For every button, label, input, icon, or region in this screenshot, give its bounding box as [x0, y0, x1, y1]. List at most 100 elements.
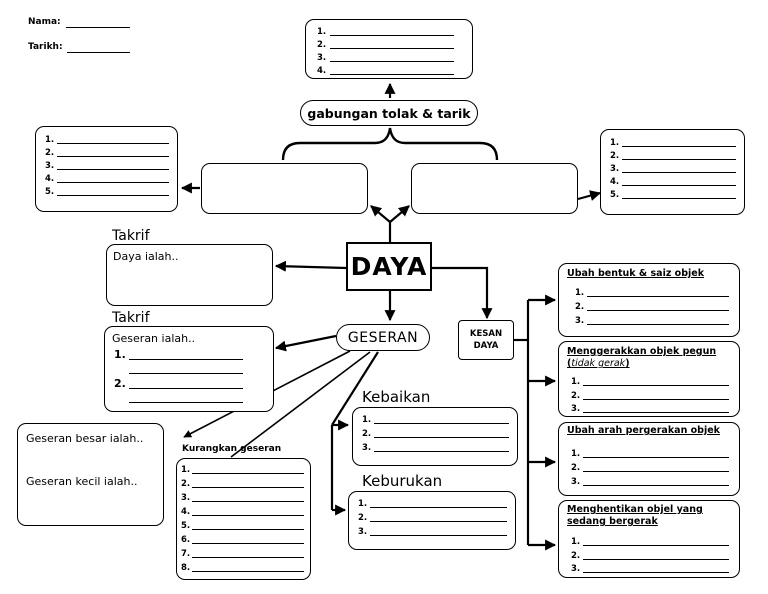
list-number: 2.	[317, 40, 327, 50]
keburukan-heading: Keburukan	[362, 472, 443, 490]
answer-line[interactable]	[330, 61, 454, 62]
answer-line[interactable]	[57, 156, 169, 157]
answer-line[interactable]	[374, 423, 509, 424]
answer-line[interactable]	[622, 185, 736, 186]
answer-line[interactable]	[622, 172, 736, 173]
list-number: 3.	[571, 404, 581, 414]
tolak-answer-box[interactable]	[201, 163, 368, 214]
answer-line[interactable]	[587, 324, 729, 325]
list-number: 2.	[114, 377, 126, 390]
kurangkan-box: 1. 2. 3. 4. 5. 6. 7. 8.	[176, 458, 311, 580]
list-number: 3.	[358, 527, 368, 537]
list-number: 1.	[317, 27, 327, 37]
answer-line[interactable]	[583, 471, 729, 472]
list-number: 2.	[575, 302, 585, 312]
arrow-to-kesan	[432, 266, 493, 320]
list-number: 1.	[575, 288, 585, 298]
answer-line[interactable]	[370, 521, 507, 522]
answer-line[interactable]	[129, 388, 243, 389]
list-number: 2.	[571, 551, 581, 561]
answer-line[interactable]	[587, 296, 729, 297]
list-number: 3.	[362, 443, 372, 453]
answer-line[interactable]	[583, 545, 729, 546]
list-number: 1.	[610, 138, 620, 148]
menggerakkan-box: Menggerakkan objek pegun (tidak gerak) 1…	[558, 341, 740, 417]
answer-line[interactable]	[374, 451, 509, 452]
answer-line[interactable]	[330, 74, 454, 75]
kurangkan-heading: Kurangkan geseran	[182, 444, 282, 454]
answer-line[interactable]	[57, 143, 169, 144]
answer-line[interactable]	[583, 399, 729, 400]
answer-line[interactable]	[622, 198, 736, 199]
paren-open: (	[567, 358, 572, 369]
list-number: 3.	[45, 161, 55, 171]
arrow-to-right-list	[577, 190, 602, 201]
list-number: 1.	[45, 135, 55, 145]
answer-line[interactable]	[583, 457, 729, 458]
menggerakkan-subheading: (tidak gerak)	[567, 358, 630, 370]
answer-line[interactable]	[192, 571, 304, 572]
answer-line[interactable]	[622, 159, 736, 160]
answer-line[interactable]	[583, 385, 729, 386]
menghentikan-heading-line2: sedang bergerak	[567, 516, 658, 527]
answer-line[interactable]	[192, 473, 304, 474]
list-number: 3.	[610, 164, 620, 174]
ubah-arah-heading: Ubah arah pergerakan objek	[567, 425, 720, 436]
line-to-kebaikan-branch	[331, 351, 379, 426]
left-list-box: 1. 2. 3. 4. 5.	[35, 126, 178, 212]
answer-line[interactable]	[622, 146, 736, 147]
tarikh-blank[interactable]	[67, 52, 130, 53]
answer-line[interactable]	[330, 35, 454, 36]
takrif-daya-heading: Takrif	[112, 228, 150, 244]
takrif-daya-prompt: Daya ialah..	[113, 250, 179, 263]
line-to-kurangkan	[230, 351, 371, 458]
list-number: 4.	[181, 507, 191, 517]
nama-blank[interactable]	[66, 27, 130, 28]
takrif-geseran-heading: Takrif	[112, 310, 150, 326]
tarik-answer-box[interactable]	[411, 163, 578, 214]
answer-line[interactable]	[374, 437, 509, 438]
list-number: 2.	[45, 148, 55, 158]
answer-line[interactable]	[129, 359, 243, 360]
list-number: 2.	[362, 429, 372, 439]
answer-line[interactable]	[192, 515, 304, 516]
list-number: 4.	[317, 66, 327, 76]
answer-line[interactable]	[57, 182, 169, 183]
takrif-daya-box[interactable]: Daya ialah..	[106, 244, 273, 306]
answer-line[interactable]	[57, 169, 169, 170]
answer-line[interactable]	[192, 529, 304, 530]
list-number: 1.	[571, 449, 581, 459]
geseran-types-box[interactable]: Geseran besar ialah.. Geseran kecil iala…	[17, 423, 164, 526]
list-number: 1.	[571, 537, 581, 547]
list-number: 2.	[181, 479, 191, 489]
answer-line[interactable]	[583, 485, 729, 486]
answer-line[interactable]	[583, 572, 729, 573]
answer-line[interactable]	[370, 535, 507, 536]
answer-line[interactable]	[330, 48, 454, 49]
answer-line[interactable]	[192, 543, 304, 544]
answer-line[interactable]	[587, 310, 729, 311]
list-number: 5.	[181, 521, 191, 531]
answer-line[interactable]	[57, 195, 169, 196]
list-number: 1.	[114, 348, 126, 361]
ubah-arah-box: Ubah arah pergerakan objek 1. 2. 3.	[558, 422, 740, 496]
answer-line[interactable]	[583, 559, 729, 560]
list-number: 5.	[610, 190, 620, 200]
answer-line[interactable]	[192, 487, 304, 488]
list-number: 2.	[358, 513, 368, 523]
answer-line[interactable]	[129, 373, 243, 374]
kesan-daya-label: KESAN DAYA	[458, 320, 514, 360]
answer-line[interactable]	[583, 412, 729, 413]
list-number: 2.	[571, 391, 581, 401]
answer-line[interactable]	[192, 557, 304, 558]
arrow-to-tarik-box	[389, 205, 410, 223]
takrif-geseran-prompt: Geseran ialah..	[112, 332, 196, 345]
geseran-kecil-prompt: Geseran kecil ialah..	[26, 475, 138, 488]
gabungan-label: gabungan tolak & tarik	[300, 100, 478, 126]
answer-line[interactable]	[192, 501, 304, 502]
answer-line[interactable]	[129, 402, 243, 403]
list-number: 1.	[571, 377, 581, 387]
arrow-to-takrif-geseran	[274, 334, 337, 352]
answer-line[interactable]	[370, 507, 507, 508]
list-number: 1.	[362, 415, 372, 425]
